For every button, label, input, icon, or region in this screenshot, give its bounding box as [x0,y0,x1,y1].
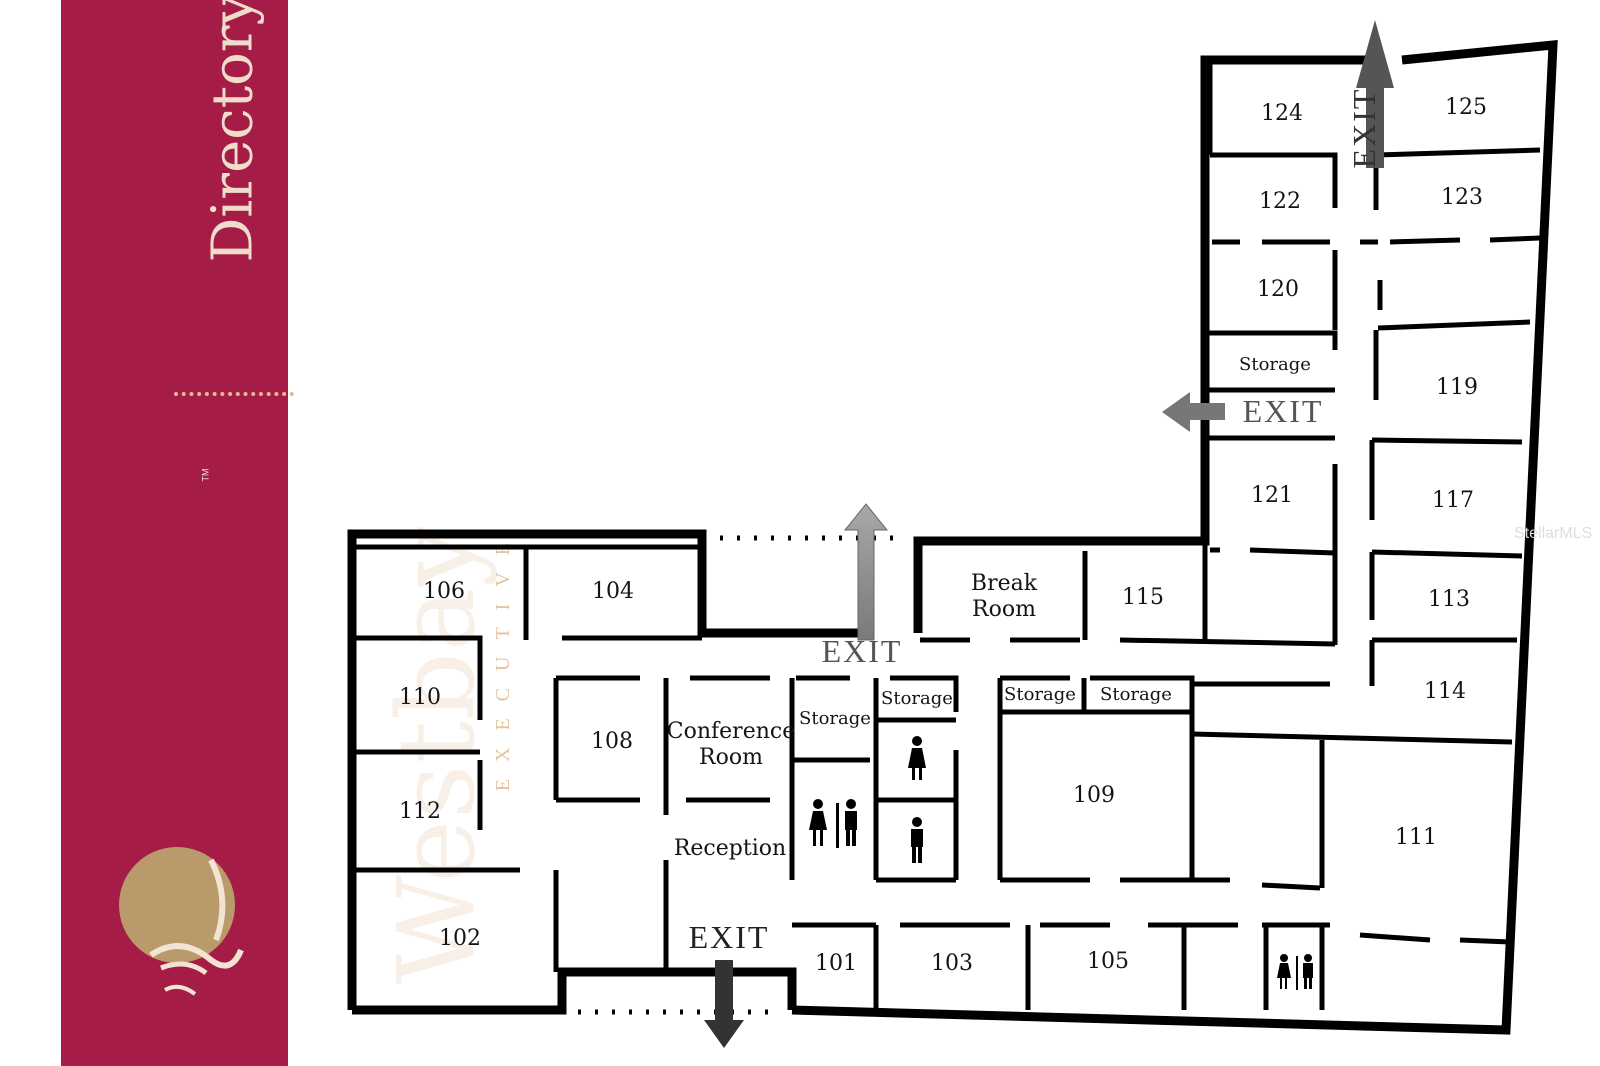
room-117: 117 [1432,488,1474,513]
conference-room-line2: Room [699,745,763,770]
exit-label-south: EXIT [689,919,770,955]
brand-logo-icon [119,847,244,996]
break-room-line2: Room [972,597,1036,622]
storage-label-3: Storage [1004,684,1076,705]
room-119: 119 [1436,375,1478,400]
watermark: StellarMLS [1514,525,1592,542]
room-102: 102 [439,926,481,951]
directory-side-band: Directory TM Westbay EXECUTIVE [61,0,514,1066]
room-125: 125 [1445,95,1487,120]
storage-label-1: Storage [799,708,871,729]
storage-label-4: Storage [1100,684,1172,705]
room-109: 109 [1073,783,1115,808]
room-120: 120 [1257,277,1299,302]
room-108: 108 [591,729,633,754]
interior-walls [352,60,1541,1010]
room-103: 103 [931,951,973,976]
exit-arrow-north-icon [1356,20,1394,168]
exit-label-central: EXIT [822,633,903,669]
break-room-line1: Break [971,571,1038,596]
room-124: 124 [1261,101,1303,126]
room-105: 105 [1087,949,1129,974]
exit-arrow-west-icon [1162,392,1225,432]
room-104: 104 [592,579,634,604]
unisex-restroom-icon-2 [1277,954,1313,990]
storage-label-5: Storage [1239,354,1311,375]
exit-label-north: EXIT [1346,88,1382,169]
men-restroom-icon [911,817,923,863]
outer-walls [347,40,1558,1035]
room-123: 123 [1441,185,1483,210]
women-restroom-icon [908,736,926,780]
room-106: 106 [423,579,465,604]
unisex-restroom-icon [809,799,857,848]
room-114: 114 [1424,679,1466,704]
dotted-divider [174,392,294,396]
conference-room-line1: Conference [667,719,795,744]
room-121: 121 [1251,483,1293,508]
room-labels: 106 104 110 112 102 108 Conference Room … [399,95,1487,976]
room-122: 122 [1259,189,1301,214]
exit-label-west: EXIT [1243,393,1324,429]
exit-arrow-top-icon [843,503,889,641]
storage-label-2: Storage [881,688,953,709]
room-111: 111 [1395,825,1437,850]
exit-arrow-south-icon [704,960,744,1048]
reception-label: Reception [674,836,786,861]
room-110: 110 [399,685,441,710]
room-112: 112 [399,799,441,824]
room-113: 113 [1428,587,1470,612]
room-115: 115 [1122,585,1164,610]
room-101: 101 [815,951,857,976]
